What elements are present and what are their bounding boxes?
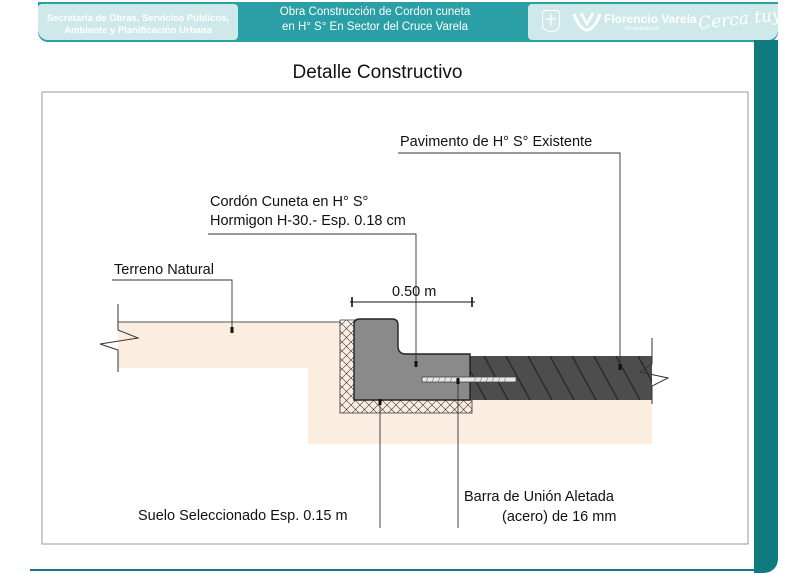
- brand-panel: [528, 4, 778, 40]
- department-panel: Secretaría de Obras, Servicios Públicos,…: [38, 4, 238, 40]
- curb-label-line-2: Hormigon H-30.- Esp. 0.18 cm: [210, 213, 406, 229]
- leader-ticks: [230, 327, 622, 405]
- dimension-label: 0.50 m: [392, 284, 437, 300]
- brand-subtitle: Municipalidad: [625, 26, 659, 32]
- subgrade-soil-fill: [308, 322, 652, 444]
- department-line-1: Secretaría de Obras, Servicios Públicos,: [46, 13, 230, 24]
- curb-label-line-1: Cordón Cuneta en H° S°: [210, 194, 369, 210]
- brand-name: Florencio Varela: [604, 12, 697, 26]
- project-title-line-2: en H° S° En Sector del Cruce Varela: [281, 21, 469, 33]
- selected-soil-label: Suelo Seleccionado Esp. 0.15 m: [138, 508, 348, 524]
- break-symbol-right: [638, 338, 670, 404]
- break-symbol-left: [99, 304, 140, 372]
- tie-bar-label-line-2: (acero) de 16 mm: [502, 509, 617, 525]
- municipal-crest-icon: [542, 10, 560, 32]
- pavement-label: Pavimento de H° S° Existente: [400, 134, 593, 150]
- natural-ground-fill: [118, 322, 340, 368]
- dimension-line: [350, 297, 475, 307]
- florencio-varela-logo-icon: [572, 10, 602, 32]
- label-leaders: [112, 152, 621, 528]
- tie-bar-label-line-1: Barra de Unión Aletada: [464, 489, 614, 505]
- steel-tie-bar: [421, 376, 517, 383]
- department-line-2: Ambiente y Planificación Urbana: [64, 25, 212, 36]
- tie-bar-ribs: [425, 376, 507, 383]
- drawing-frame: [41, 91, 749, 545]
- page-title: Detalle Constructivo: [292, 62, 463, 83]
- natural-ground-label: Terreno Natural: [114, 262, 214, 278]
- project-title-line-1: Obra Construcción de Cordon cuneta: [279, 6, 471, 18]
- right-accent-band: [754, 40, 778, 573]
- bottom-accent-line: [30, 569, 754, 571]
